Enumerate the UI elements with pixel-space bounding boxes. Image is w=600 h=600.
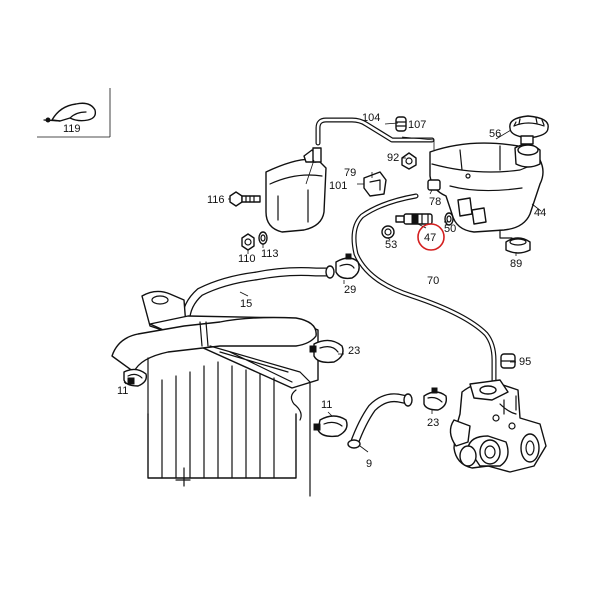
part-89-rubber-mount[interactable]: [505, 237, 531, 254]
part-116-bolt[interactable]: [229, 191, 261, 207]
label-78: 78: [429, 196, 441, 208]
label-116: 116: [207, 194, 225, 206]
part-78-spacer[interactable]: [427, 179, 441, 191]
label-47: 47: [424, 232, 436, 244]
part-101-washer-reservoir[interactable]: [265, 147, 327, 233]
part-29-hose-clamp[interactable]: [335, 253, 360, 280]
label-9: 9: [366, 458, 372, 470]
label-113: 113: [261, 248, 279, 260]
water-pump-housing[interactable]: [449, 379, 547, 473]
label-29: 29: [344, 284, 356, 296]
label-15: 15: [240, 298, 252, 310]
part-23-hose-clamp-lower[interactable]: [423, 387, 448, 411]
part-119-clip[interactable]: [43, 102, 97, 123]
label-56: 56: [489, 128, 501, 140]
label-110: 110: [238, 253, 256, 265]
part-107-grommet[interactable]: [395, 116, 407, 132]
part-104-breather-pipe[interactable]: [315, 117, 435, 146]
part-labels: 119 104 107 56 92 79 101 116 78 44 53 47…: [63, 112, 546, 470]
label-70: 70: [427, 275, 439, 287]
label-50: 50: [444, 223, 456, 235]
part-110-nut[interactable]: [241, 233, 255, 251]
radiator[interactable]: [111, 290, 319, 497]
label-11-left: 11: [117, 385, 128, 397]
label-79: 79: [344, 167, 356, 179]
label-23-upper: 23: [348, 345, 360, 357]
part-79-bracket[interactable]: [363, 171, 387, 197]
part-47-level-sensor[interactable]: [395, 213, 433, 225]
leader-lines: [123, 122, 542, 453]
part-70-vent-tube[interactable]: [351, 193, 497, 385]
part-11-hose-clamp-left[interactable]: [123, 368, 148, 387]
label-95: 95: [519, 356, 531, 368]
inset-frame: [37, 88, 111, 138]
part-92-nut[interactable]: [401, 152, 417, 170]
part-56-coolant-cap[interactable]: [509, 115, 549, 145]
part-95-rubber-buffer[interactable]: [500, 353, 516, 369]
label-11-right: 11: [321, 399, 332, 411]
label-119: 119: [63, 123, 81, 135]
label-23-lower: 23: [427, 417, 439, 429]
label-104: 104: [362, 112, 380, 124]
part-53-clamp[interactable]: [381, 225, 395, 239]
highlight-circle-part-47: [417, 223, 445, 251]
part-9-lower-hose[interactable]: [347, 393, 413, 449]
part-23-hose-clamp-upper[interactable]: [309, 339, 344, 364]
part-113-washer[interactable]: [258, 231, 268, 245]
part-11-hose-clamp-right[interactable]: [313, 415, 348, 438]
label-92: 92: [387, 152, 399, 164]
label-107: 107: [408, 119, 426, 131]
part-44-expansion-tank[interactable]: [429, 142, 544, 239]
label-89: 89: [510, 258, 522, 270]
label-44: 44: [534, 207, 546, 219]
part-15-upper-hose[interactable]: [181, 265, 335, 331]
label-101: 101: [329, 180, 347, 192]
label-53: 53: [385, 239, 397, 251]
